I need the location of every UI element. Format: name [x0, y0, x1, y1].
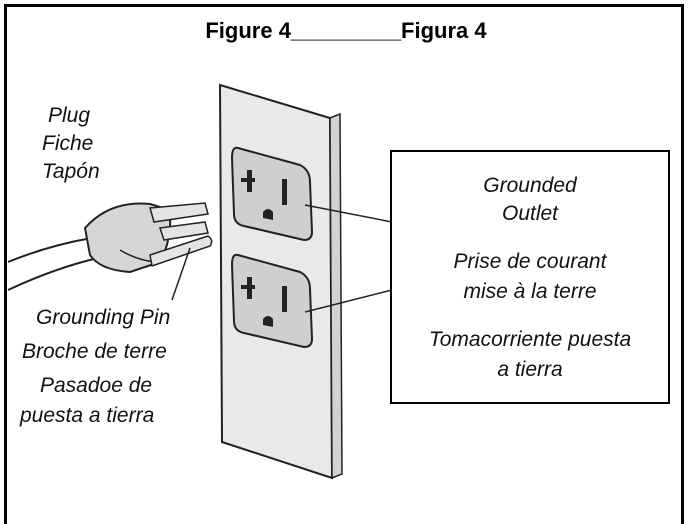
grounding-pin-label-es-1: Pasadoe de [40, 374, 153, 397]
plug-label-fr: Fiche [42, 132, 94, 155]
grounding-pin-leader [171, 247, 191, 301]
grounding-pin-label-es-2: puesta a tierra [20, 404, 155, 427]
outlet-callout-box: Grounded Outlet Prise de courant mise à … [390, 150, 670, 404]
outlet-label-en-1: Grounded [483, 174, 577, 197]
outlet-leader-lower [304, 289, 393, 313]
outlet-label-fr-1: Prise de courant [453, 250, 607, 273]
lower-receptacle [230, 253, 314, 349]
outlet-illustration [7, 83, 393, 480]
plug-label-es: Tapón [42, 160, 100, 183]
figure-frame [4, 4, 684, 524]
outlet-label-fr-2: mise à la terre [463, 280, 597, 303]
plug-prongs [149, 202, 213, 267]
outlet-label-en-2: Outlet [501, 202, 559, 225]
outlet-leader-upper [304, 204, 393, 223]
power-cord [7, 237, 99, 291]
outlet-label-es-1: Tomacorriente puesta [428, 328, 632, 351]
grounding-pin-label-en: Grounding Pin [36, 306, 171, 329]
upper-receptacle [230, 146, 314, 242]
grounding-pin-label-fr: Broche de terre [22, 340, 167, 363]
figure-title: Figure 4_________Figura 4 [205, 18, 487, 43]
outlet-label-es-2: a tierra [497, 358, 563, 381]
plug-label-en: Plug [48, 104, 91, 127]
